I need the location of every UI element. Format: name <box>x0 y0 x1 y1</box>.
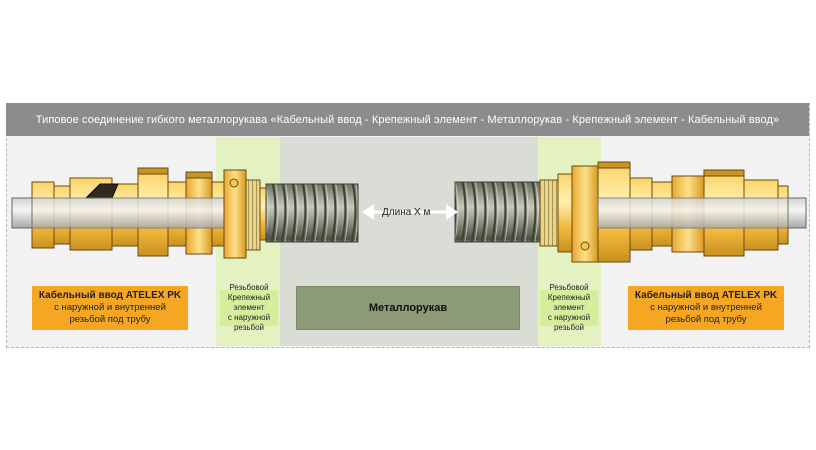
right-gland-label: Кабельный ввод ATELEX PK с наружной и вн… <box>628 286 784 330</box>
left-cable-gland <box>31 167 225 257</box>
length-arrow <box>362 204 458 220</box>
left-threaded-fitting <box>223 169 279 259</box>
right-gland-name: Кабельный ввод ATELEX PK <box>634 290 778 301</box>
right-threaded-fitting <box>539 165 599 263</box>
diagram-title: Типовое соединение гибкого металлорукава… <box>6 103 809 136</box>
left-gland-label: Кабельный ввод ATELEX PK с наружной и вн… <box>32 286 188 330</box>
left-fitting-line2: Крепежный элемент <box>227 293 271 312</box>
left-gland-line1: с наружной и внутренней <box>54 302 166 313</box>
right-cable-gland <box>597 161 789 263</box>
left-gland-name: Кабельный ввод ATELEX PK <box>38 290 182 301</box>
hose-label-text: Металлорукав <box>368 302 448 314</box>
left-fitting-label: Резьбовой Крепежный элемент с наружной р… <box>220 283 278 332</box>
right-fitting-line1: Резьбовой <box>549 283 589 292</box>
left-hose-segment <box>265 183 359 243</box>
left-gland-line2: резьбой под трубу <box>69 314 151 325</box>
right-hose-segment <box>454 181 548 243</box>
right-gland-line1: с наружной и внутренней <box>650 302 762 313</box>
hose-label: Металлорукав <box>296 286 520 330</box>
left-fitting-line1: Резьбовой <box>229 283 269 292</box>
right-fitting-line2: Крепежный элемент <box>547 293 591 312</box>
right-gland-line2: резьбой под трубу <box>665 314 747 325</box>
right-fitting-label: Резьбовой Крепежный элемент с наружной р… <box>540 283 598 332</box>
right-fitting-line3: с наружной резьбой <box>547 313 591 332</box>
length-label: Длина X м <box>382 207 431 218</box>
left-fitting-line3: с наружной резьбой <box>227 313 271 332</box>
